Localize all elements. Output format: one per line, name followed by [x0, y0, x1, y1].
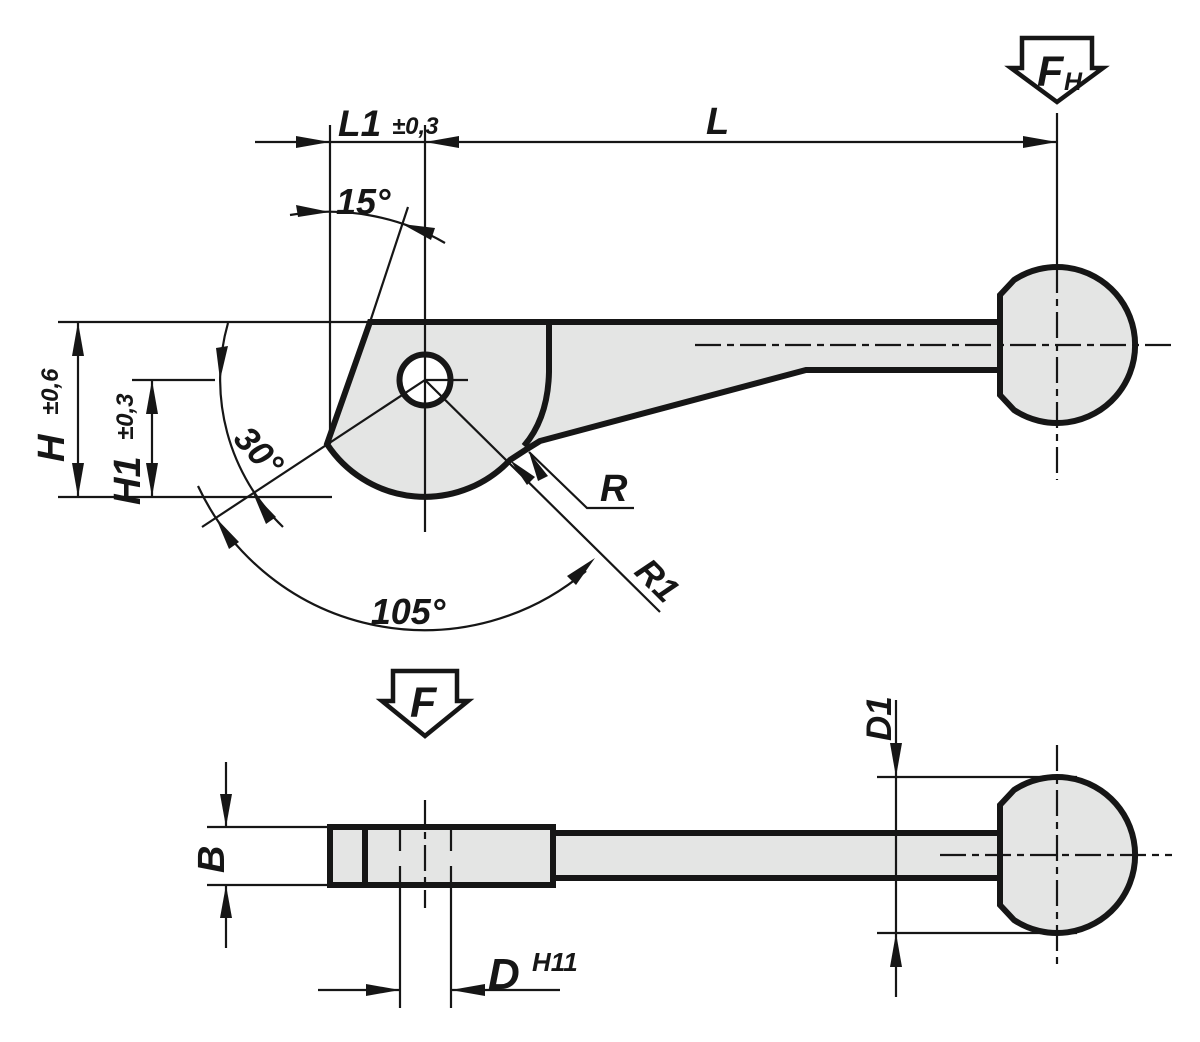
- arrow: [146, 463, 158, 497]
- arrow: [529, 452, 548, 481]
- dim-label-h-tol: ±0,6: [37, 368, 64, 415]
- arrow: [146, 380, 158, 414]
- arm-plan: [553, 833, 1005, 878]
- arrow: [220, 794, 232, 827]
- arrow: [72, 322, 84, 356]
- force-f-arrow: [375, 668, 475, 739]
- arrow: [253, 493, 276, 524]
- arrow: [425, 136, 459, 148]
- force-label-f: F: [410, 679, 438, 727]
- dim-label-l1: L1: [338, 103, 381, 144]
- angle-label-105: 105°: [371, 591, 446, 632]
- radius-label-r1: R1: [627, 551, 686, 610]
- arrow: [567, 558, 595, 585]
- dim-label-h1-tol: ±0,3: [112, 393, 139, 440]
- angle-30-ray: [201, 379, 426, 528]
- arrow: [1023, 136, 1057, 148]
- force-fh-arrow: [1004, 35, 1110, 105]
- radius-r1-ray: [424, 379, 661, 613]
- arrow: [216, 346, 228, 380]
- dim-label-h: H: [31, 433, 73, 462]
- arrow: [296, 205, 330, 217]
- leader-r: [528, 451, 634, 510]
- dim-label-l: L: [706, 101, 729, 143]
- lever-body: [323, 319, 1008, 500]
- bottom-view: F B D H11 D1: [191, 668, 1172, 1008]
- angle-label-15: 15°: [336, 181, 391, 222]
- radius-label-r: R: [600, 468, 628, 510]
- dim-label-d: D: [488, 950, 520, 999]
- arrow: [510, 460, 535, 485]
- force-label-fh: F: [1037, 48, 1065, 96]
- arrow: [216, 518, 239, 549]
- arrow: [890, 743, 902, 777]
- dim-label-d1: D1: [860, 696, 899, 741]
- arrow: [366, 984, 400, 996]
- side-view: L1 ±0,3 L 15° H ±0,6 H1 ±0,3 30° 105° R …: [31, 35, 1172, 632]
- arrow: [296, 136, 330, 148]
- force-label-fh-sub: H: [1064, 68, 1083, 96]
- arrow: [451, 984, 485, 996]
- head-right-edge: [521, 322, 552, 448]
- arrow: [402, 224, 435, 240]
- angle-15-ray: [368, 206, 410, 323]
- arrow: [890, 933, 902, 967]
- dim-label-h1: H1: [107, 456, 149, 505]
- dim-label-b: B: [191, 846, 233, 873]
- arm-plan-edges: [553, 830, 1005, 881]
- arrow: [72, 463, 84, 497]
- dim-label-l1-tol: ±0,3: [392, 113, 439, 140]
- arrow: [220, 885, 232, 918]
- dim-label-d-fit: H11: [532, 947, 578, 977]
